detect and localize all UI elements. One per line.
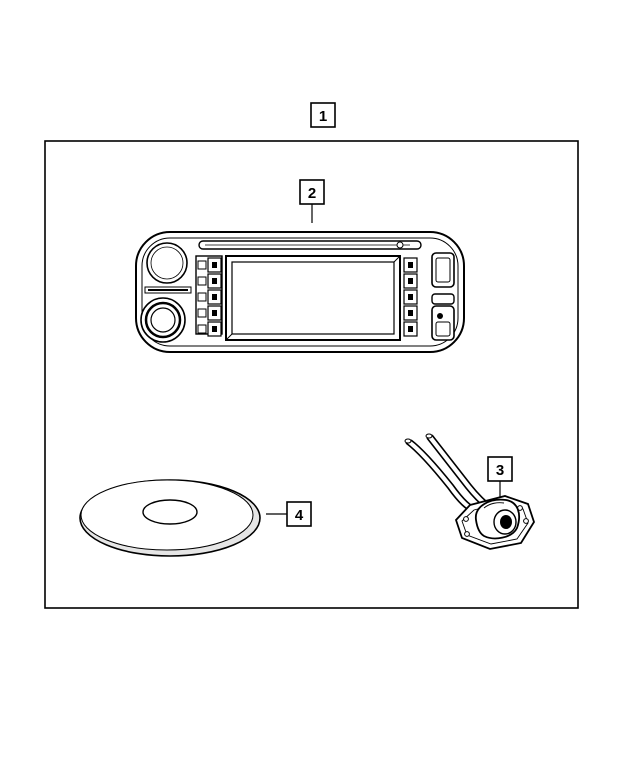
callout-3: 3 xyxy=(487,456,513,498)
kit-frame xyxy=(44,140,579,609)
navigation-disc xyxy=(79,479,261,557)
callout-2-label: 2 xyxy=(308,185,316,202)
callout-4: 4 xyxy=(266,501,312,527)
callout-1: 1 xyxy=(310,102,336,128)
callout-1-label: 1 xyxy=(319,108,327,125)
callout-4-label: 4 xyxy=(295,507,304,524)
backup-camera xyxy=(404,433,535,550)
right-buttons xyxy=(403,257,418,337)
callout-3-label: 3 xyxy=(496,462,504,479)
radio-head-unit xyxy=(135,231,465,353)
callout-2: 2 xyxy=(299,179,325,223)
volume-knob-top xyxy=(146,242,188,284)
left-buttons xyxy=(195,255,223,337)
